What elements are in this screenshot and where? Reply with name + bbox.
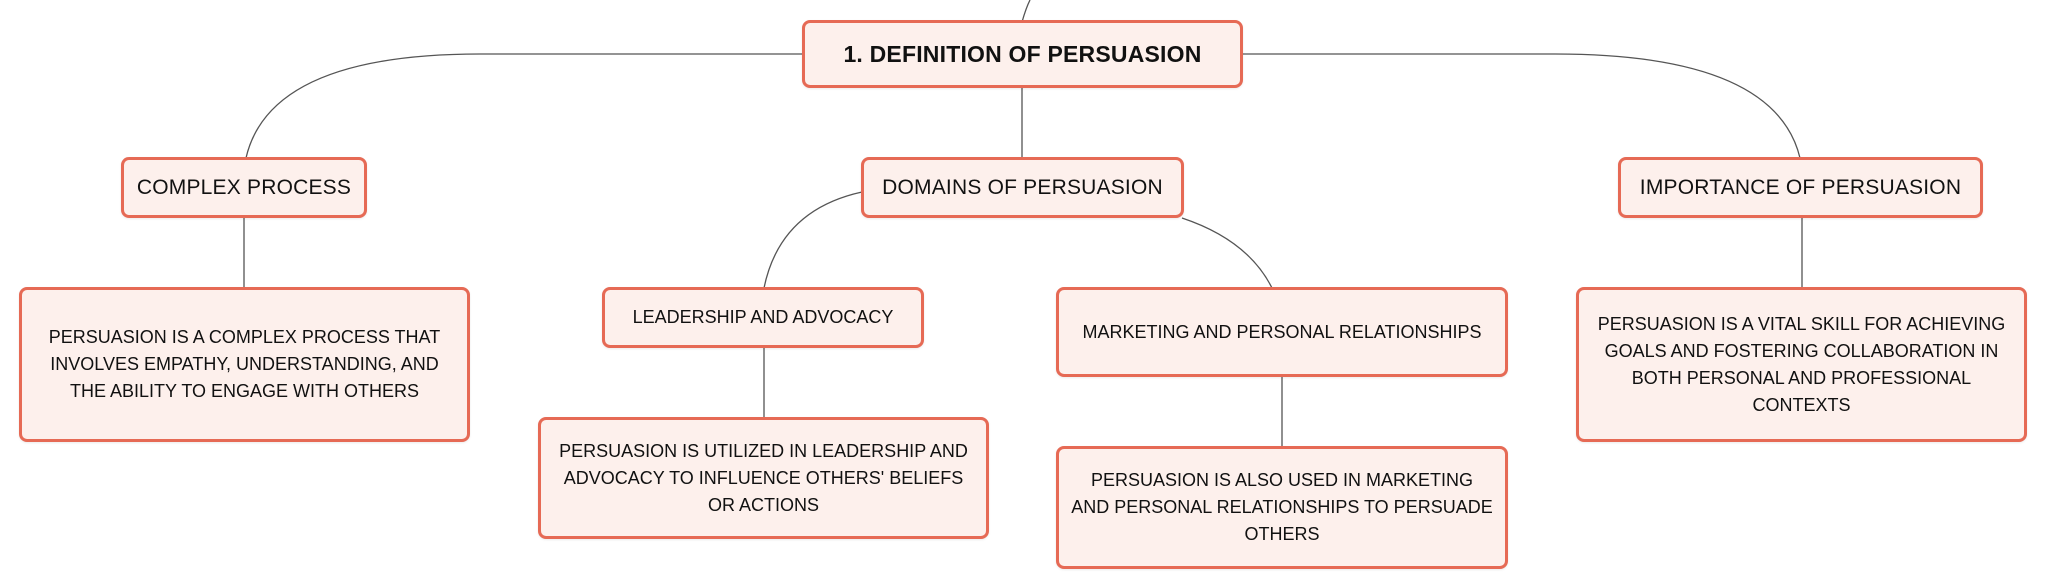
root-node-label: 1. DEFINITION OF PERSUASION xyxy=(843,40,1202,67)
branch-node-label: COMPLEX PROCESS xyxy=(136,175,352,199)
connector-domains-to-marketing xyxy=(1181,217,1273,289)
branch-node-label: DOMAINS OF PERSUASION xyxy=(882,175,1163,199)
connector-root-to-complex-process xyxy=(245,53,802,159)
connector-root-to-parent xyxy=(1021,0,1031,23)
subbranch-node-label: LEADERSHIP AND ADVOCACY xyxy=(632,307,894,327)
branch-node-importance-of-persuasion[interactable]: IMPORTANCE OF PERSUASION xyxy=(1618,157,1983,218)
subbranch-node-leadership-and-advocacy[interactable]: LEADERSHIP AND ADVOCACY xyxy=(602,287,924,348)
branch-node-label: IMPORTANCE OF PERSUASION xyxy=(1639,175,1962,199)
detail-node-text: PERSUASION IS UTILIZED IN LEADERSHIP AND… xyxy=(559,440,968,515)
connector-domains-to-leadership xyxy=(763,191,863,289)
subbranch-node-marketing-and-personal-relationships[interactable]: MARKETING AND PERSONAL RELATIONSHIPS xyxy=(1056,287,1508,377)
connector-root-to-importance xyxy=(1242,53,1801,159)
detail-node-importance-of-persuasion[interactable]: PERSUASION IS A VITAL SKILL FOR ACHIEVIN… xyxy=(1576,287,2027,442)
detail-node-text: PERSUASION IS ALSO USED IN MARKETING AND… xyxy=(1071,470,1493,544)
branch-node-domains-of-persuasion[interactable]: DOMAINS OF PERSUASION xyxy=(861,157,1184,218)
root-node[interactable]: 1. DEFINITION OF PERSUASION xyxy=(802,20,1243,88)
branch-node-complex-process[interactable]: COMPLEX PROCESS xyxy=(121,157,367,218)
subbranch-node-label: MARKETING AND PERSONAL RELATIONSHIPS xyxy=(1082,321,1482,342)
detail-node-marketing-and-personal-relationships[interactable]: PERSUASION IS ALSO USED IN MARKETING AND… xyxy=(1056,446,1508,569)
detail-node-text: PERSUASION IS A VITAL SKILL FOR ACHIEVIN… xyxy=(1597,313,2006,415)
detail-node-text: PERSUASION IS A COMPLEX PROCESS THAT INV… xyxy=(48,327,441,401)
detail-node-leadership-and-advocacy[interactable]: PERSUASION IS UTILIZED IN LEADERSHIP AND… xyxy=(538,417,989,539)
detail-node-complex-process[interactable]: PERSUASION IS A COMPLEX PROCESS THAT INV… xyxy=(19,287,470,442)
